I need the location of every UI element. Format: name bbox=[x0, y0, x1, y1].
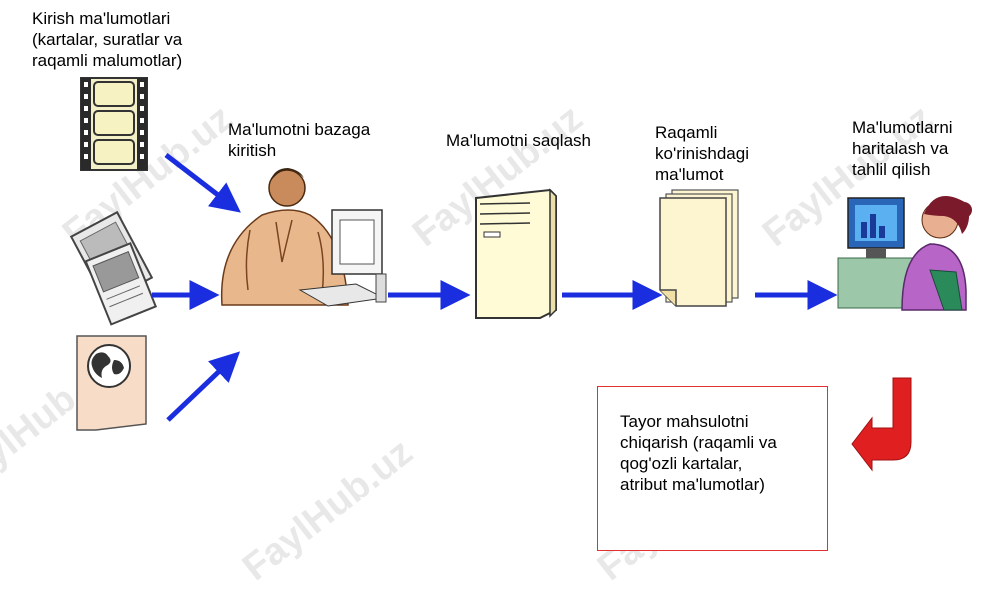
analyst-at-computer-icon bbox=[837, 196, 972, 311]
input-data-label: Kirish ma'lumotlari (kartalar, suratlar … bbox=[32, 9, 183, 70]
flow-arrow bbox=[152, 153, 838, 422]
output-box: Tayor mahsulotni chiqarish (raqamli va q… bbox=[597, 386, 828, 551]
data-entry-label: Ma'lumotni bazaga kiritish bbox=[228, 120, 371, 160]
digital-data-label: Raqamli ko'rinishdagi ma'lumot bbox=[655, 123, 749, 184]
operator-at-computer-icon bbox=[220, 168, 387, 307]
map-document-icon bbox=[76, 335, 147, 431]
output-product-label: Tayor mahsulotni chiqarish (raqamli va q… bbox=[620, 412, 777, 494]
document-stack-icon bbox=[659, 189, 739, 307]
process-diagram bbox=[69, 77, 972, 472]
data-storage-label: Ma'lumotni saqlash bbox=[446, 131, 591, 150]
return-arrow-icon bbox=[851, 377, 912, 472]
mapping-analysis-label: Ma'lumotlarni haritalash va tahlil qilis… bbox=[852, 118, 953, 179]
film-strip-icon bbox=[80, 77, 148, 171]
server-tower-icon bbox=[475, 188, 557, 319]
photos-icon bbox=[69, 210, 158, 326]
